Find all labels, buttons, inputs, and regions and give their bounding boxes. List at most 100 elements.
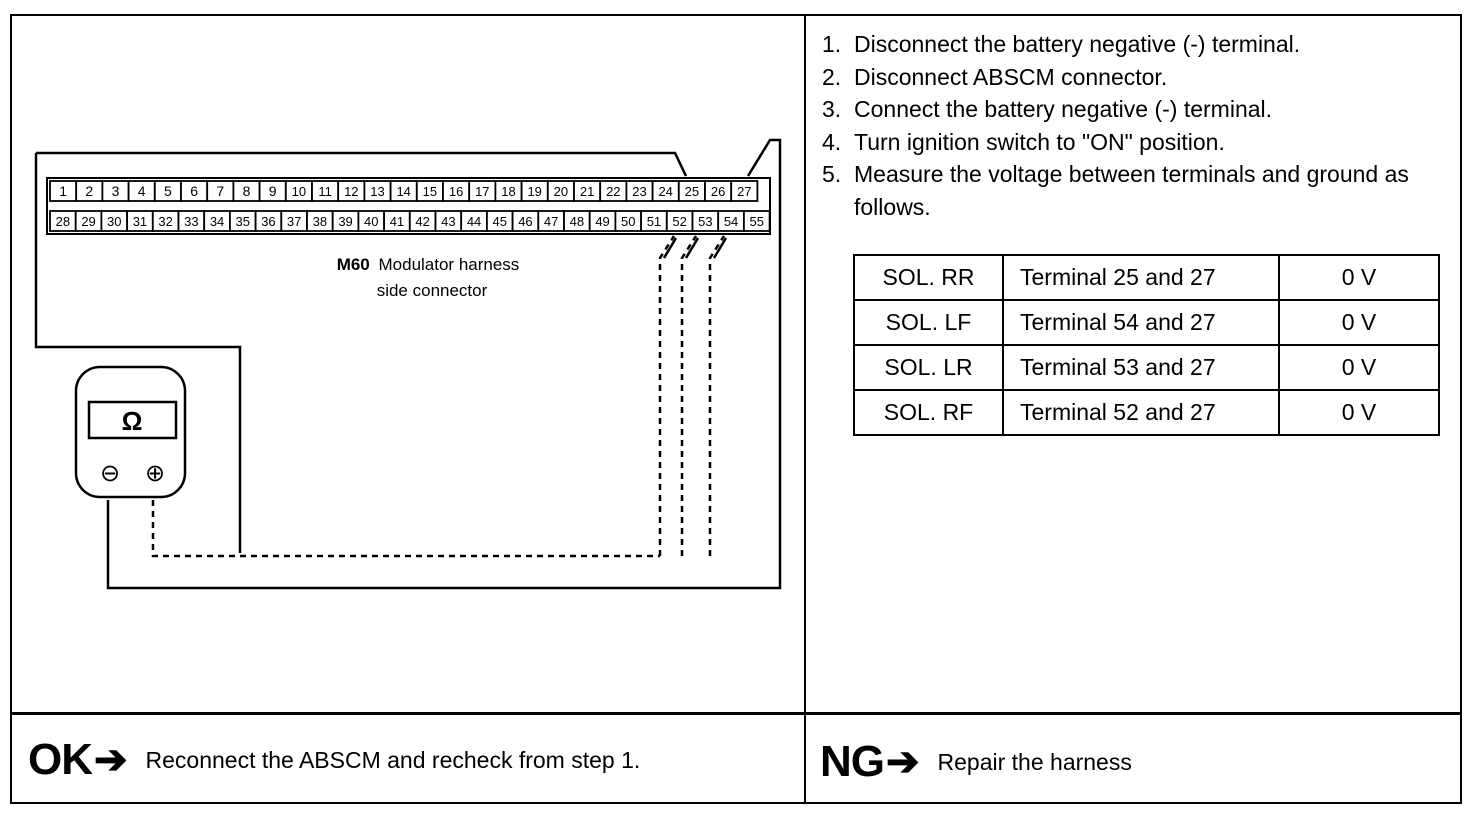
lead-52: [658, 235, 676, 556]
terminal-number: 13: [370, 184, 384, 199]
terminal-number: 54: [724, 214, 738, 229]
terminal-number: 26: [711, 184, 725, 199]
terminal-number: 41: [390, 214, 404, 229]
terminal-number: 37: [287, 214, 301, 229]
voltage-cell: 0 V: [1278, 299, 1440, 346]
connector-code: M60: [337, 255, 370, 274]
probe-wire: [151, 500, 660, 558]
terminal-55: 55: [743, 210, 771, 232]
terminal-25: 25: [677, 180, 706, 202]
step-text: Disconnect the battery negative (-) term…: [854, 31, 1301, 57]
step-text: Turn ignition switch to "ON" position.: [854, 128, 1225, 155]
terminal-47: 47: [537, 210, 565, 232]
terminal-21: 21: [573, 180, 602, 202]
terminal-number: 8: [243, 183, 251, 199]
terminal-number: 46: [518, 214, 532, 229]
terminal-13: 13: [363, 180, 392, 202]
table-row: SOL. RF Terminal 52 and 27 0 V: [853, 389, 1440, 436]
terminal-23: 23: [625, 180, 654, 202]
voltage-cell: 0 V: [1278, 389, 1440, 436]
voltage-table: SOL. RR Terminal 25 and 27 0 V SOL. LF T…: [853, 254, 1440, 436]
terminal-39: 39: [331, 210, 360, 232]
ground-wire: [106, 138, 782, 590]
procedure-steps: 1.Disconnect the battery negative (-) te…: [822, 28, 1452, 223]
terminal-number: 9: [269, 183, 277, 199]
terminal-53: 53: [691, 210, 720, 232]
terminal-number: 16: [449, 184, 463, 199]
terminal-number: 49: [595, 214, 609, 229]
step-text: Measure the voltage between terminals an…: [854, 161, 1409, 220]
terminal-number: 1: [59, 183, 67, 199]
solenoid-cell: SOL. RF: [853, 389, 1004, 436]
ok-tag: OK: [28, 735, 93, 784]
result-divider: [10, 712, 1462, 715]
ok-result: OK ➔ Reconnect the ABSCM and recheck fro…: [28, 734, 640, 786]
step-number: 4.: [822, 128, 842, 155]
terminal-41: 41: [383, 210, 411, 232]
positive-terminal-icon: ⊕: [145, 460, 165, 487]
terminal-35: 35: [228, 210, 257, 232]
terminal-27: 27: [730, 180, 759, 202]
voltage-cell: 0 V: [1278, 254, 1440, 301]
terminal-12: 12: [337, 180, 366, 202]
terminal-4: 4: [127, 180, 156, 202]
terminal-number: 42: [415, 214, 429, 229]
terminal-number: 20: [554, 184, 568, 199]
step-item: 1.Disconnect the battery negative (-) te…: [822, 28, 1452, 61]
terminal-8: 8: [232, 180, 261, 202]
terminal-32: 32: [151, 210, 180, 232]
terminal-19: 19: [520, 180, 549, 202]
terminal-number: 29: [81, 214, 95, 229]
step-item: 4. Turn ignition switch to "ON" position.: [822, 126, 1452, 159]
meter-display: [87, 400, 178, 440]
terminal-28: 28: [49, 210, 77, 232]
connector-body: [46, 177, 771, 235]
terminal-number: 10: [292, 184, 306, 199]
table-row: SOL. LR Terminal 53 and 27 0 V: [853, 344, 1440, 391]
terminal-number: 7: [216, 183, 224, 199]
terminal-number: 28: [56, 214, 70, 229]
table-row: SOL. RR Terminal 25 and 27 0 V: [853, 254, 1440, 301]
terminal-14: 14: [389, 180, 418, 202]
terminal-number: 53: [698, 214, 712, 229]
terminal-number: 17: [475, 184, 489, 199]
terminal-number: 40: [364, 214, 378, 229]
terminal-40: 40: [357, 210, 385, 232]
terminal-number: 55: [750, 214, 764, 229]
terminal-number: 38: [313, 214, 327, 229]
terminal-number: 6: [190, 183, 198, 199]
ng-arrow-icon: ➔: [886, 740, 920, 784]
voltage-cell: 0 V: [1278, 344, 1440, 391]
terminal-22: 22: [599, 180, 628, 202]
terminal-17: 17: [468, 180, 497, 202]
terminal-7: 7: [206, 180, 235, 202]
terminal-number: 27: [737, 184, 751, 199]
terminal-30: 30: [100, 210, 129, 232]
terminal-46: 46: [511, 210, 540, 232]
terminal-number: 24: [658, 184, 672, 199]
terminal-number: 11: [318, 184, 332, 199]
terminal-number: 48: [570, 214, 584, 229]
terminal-number: 21: [580, 184, 594, 199]
terminal-6: 6: [180, 180, 209, 202]
step-item: 5.Measure the voltage between terminals …: [822, 158, 1452, 223]
terminal-cell: Terminal 25 and 27: [1002, 254, 1280, 301]
column-divider: [804, 14, 806, 804]
terminal-48: 48: [563, 210, 591, 232]
table-row: SOL. LF Terminal 54 and 27 0 V: [853, 299, 1440, 346]
terminal-number: 44: [467, 214, 481, 229]
negative-terminal-icon: ⊖: [100, 460, 120, 487]
terminal-24: 24: [651, 180, 680, 202]
terminal-45: 45: [485, 210, 514, 232]
ng-tag: NG: [820, 737, 885, 786]
terminal-cell: Terminal 52 and 27: [1002, 389, 1280, 436]
terminal-49: 49: [588, 210, 617, 232]
terminal-number: 4: [138, 183, 146, 199]
terminal-number: 36: [261, 214, 275, 229]
step-number: 2.: [822, 63, 842, 90]
ng-result: NG ➔ Repair the harness: [820, 736, 1132, 788]
terminal-number: 31: [133, 214, 147, 229]
solenoid-cell: SOL. LR: [853, 344, 1004, 391]
terminal-54: 54: [717, 210, 745, 232]
